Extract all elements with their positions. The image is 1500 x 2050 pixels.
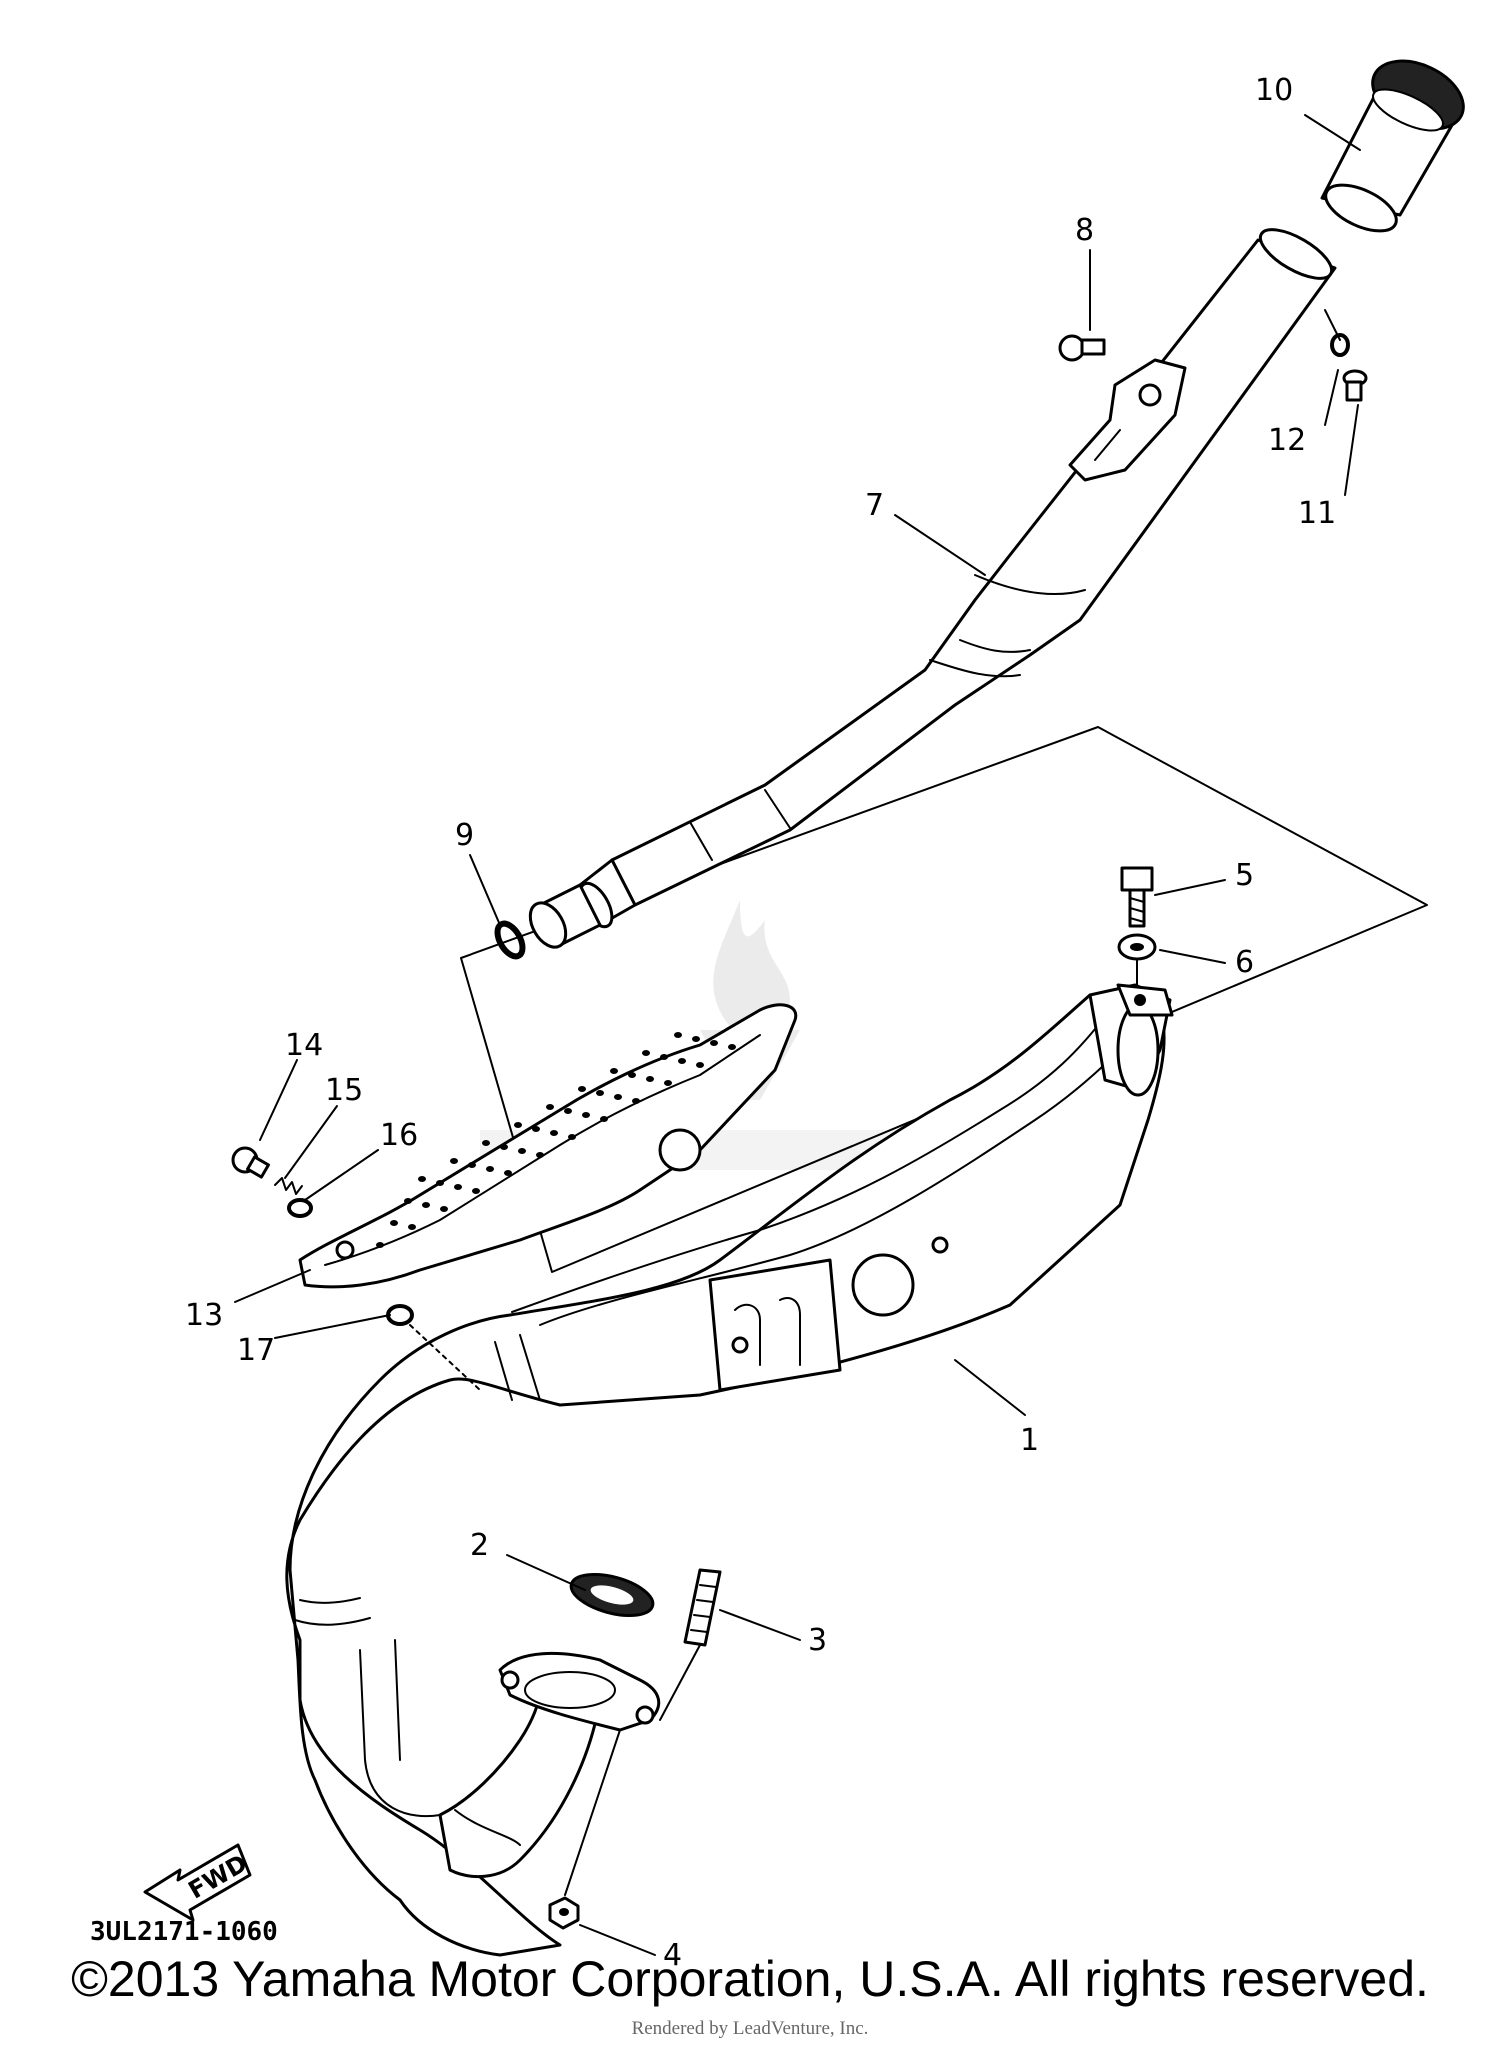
perforation-hole bbox=[472, 1188, 480, 1194]
perforation-hole bbox=[614, 1094, 622, 1100]
perforation-hole bbox=[536, 1152, 544, 1158]
perforation-hole bbox=[404, 1198, 412, 1204]
perforation-hole bbox=[514, 1122, 522, 1128]
perforation-hole bbox=[600, 1116, 608, 1122]
part-16-washer bbox=[287, 1198, 313, 1218]
exhaust-flange bbox=[498, 1652, 661, 1732]
part-15-spring bbox=[274, 1177, 303, 1195]
perforation-hole bbox=[532, 1126, 540, 1132]
perforation-hole bbox=[664, 1080, 672, 1086]
fwd-arrow: FWD bbox=[143, 1843, 252, 1922]
perforation-hole bbox=[436, 1180, 444, 1186]
callout-8: 8 bbox=[1075, 213, 1094, 248]
callout-6: 6 bbox=[1235, 945, 1254, 980]
silencer-end bbox=[1320, 59, 1465, 233]
perforation-hole bbox=[696, 1062, 704, 1068]
perforation-hole bbox=[422, 1202, 430, 1208]
perforation-hole bbox=[578, 1086, 586, 1092]
perforation-hole bbox=[450, 1158, 458, 1164]
perforation-hole bbox=[440, 1206, 448, 1212]
perforation-hole bbox=[678, 1058, 686, 1064]
perforation-hole bbox=[568, 1134, 576, 1140]
perforation-hole bbox=[692, 1036, 700, 1042]
perforation-hole bbox=[408, 1224, 416, 1230]
callout-4: 4 bbox=[663, 1938, 682, 1973]
perforation-hole bbox=[418, 1176, 426, 1182]
perforation-hole bbox=[646, 1076, 654, 1082]
part-2-gasket bbox=[569, 1572, 655, 1618]
copyright-notice: ©2013 Yamaha Motor Corporation, U.S.A. A… bbox=[71, 1951, 1429, 2007]
callout-5: 5 bbox=[1235, 858, 1254, 893]
part-6-washer bbox=[1117, 933, 1157, 961]
callout-17: 17 bbox=[237, 1333, 275, 1368]
perforation-hole bbox=[486, 1166, 494, 1172]
heat-guard bbox=[298, 1003, 798, 1289]
part-17-guide bbox=[409, 1324, 481, 1391]
part-11-screw bbox=[1342, 369, 1368, 402]
perforation-hole bbox=[728, 1044, 736, 1050]
perforation-hole bbox=[632, 1098, 640, 1104]
diagram-code: 3UL2171-1060 bbox=[90, 1917, 278, 1947]
callout-1: 1 bbox=[1020, 1423, 1039, 1458]
perforation-hole bbox=[454, 1184, 462, 1190]
perforation-hole bbox=[550, 1130, 558, 1136]
perforation-hole bbox=[642, 1050, 650, 1056]
heat-guard-holes bbox=[376, 1032, 736, 1248]
callout-9: 9 bbox=[455, 818, 474, 853]
part-17-washer bbox=[386, 1304, 414, 1326]
part-5-bolt bbox=[1120, 866, 1154, 928]
part-3-guide bbox=[659, 1644, 701, 1721]
perforation-hole bbox=[628, 1072, 636, 1078]
perforation-hole bbox=[564, 1108, 572, 1114]
callout-16: 16 bbox=[380, 1118, 418, 1153]
callout-15: 15 bbox=[325, 1073, 363, 1108]
part-9-ring bbox=[494, 920, 526, 960]
expansion-chamber bbox=[285, 983, 1174, 1957]
perforation-hole bbox=[710, 1040, 718, 1046]
part-8-bolt bbox=[1058, 334, 1106, 362]
perforation-hole bbox=[376, 1242, 384, 1248]
callout-2: 2 bbox=[470, 1528, 489, 1563]
callout-12: 12 bbox=[1268, 423, 1306, 458]
callout-10: 10 bbox=[1255, 73, 1293, 108]
callout-13: 13 bbox=[185, 1298, 223, 1333]
watermark-byline: Rendered by LeadVenture, Inc. bbox=[631, 2018, 869, 2039]
perforation-hole bbox=[674, 1032, 682, 1038]
part-4-nut bbox=[548, 1896, 580, 1930]
callouts: 1 2 3 4 5 6 7 8 9 10 11 12 13 14 15 16 1… bbox=[185, 73, 1336, 1973]
perforation-hole bbox=[596, 1090, 604, 1096]
part-4-guide bbox=[564, 1729, 621, 1896]
leader-lines bbox=[234, 114, 1361, 1956]
pipe-inlet bbox=[528, 858, 637, 949]
part-3-stud bbox=[683, 1568, 722, 1647]
callout-3: 3 bbox=[808, 1623, 827, 1658]
callout-7: 7 bbox=[865, 488, 884, 523]
perforation-hole bbox=[518, 1148, 526, 1154]
perforation-hole bbox=[660, 1054, 668, 1060]
part-14-bolt bbox=[231, 1146, 270, 1179]
callout-14: 14 bbox=[285, 1028, 323, 1063]
perforation-hole bbox=[546, 1104, 554, 1110]
perforation-hole bbox=[500, 1144, 508, 1150]
perforation-hole bbox=[610, 1068, 618, 1074]
callout-11: 11 bbox=[1298, 496, 1336, 531]
muffler bbox=[610, 228, 1337, 907]
perforation-hole bbox=[582, 1112, 590, 1118]
perforation-hole bbox=[390, 1220, 398, 1226]
perforation-hole bbox=[468, 1162, 476, 1168]
part-12-washer bbox=[1324, 309, 1350, 357]
perforation-hole bbox=[504, 1170, 512, 1176]
perforation-hole bbox=[482, 1140, 490, 1146]
